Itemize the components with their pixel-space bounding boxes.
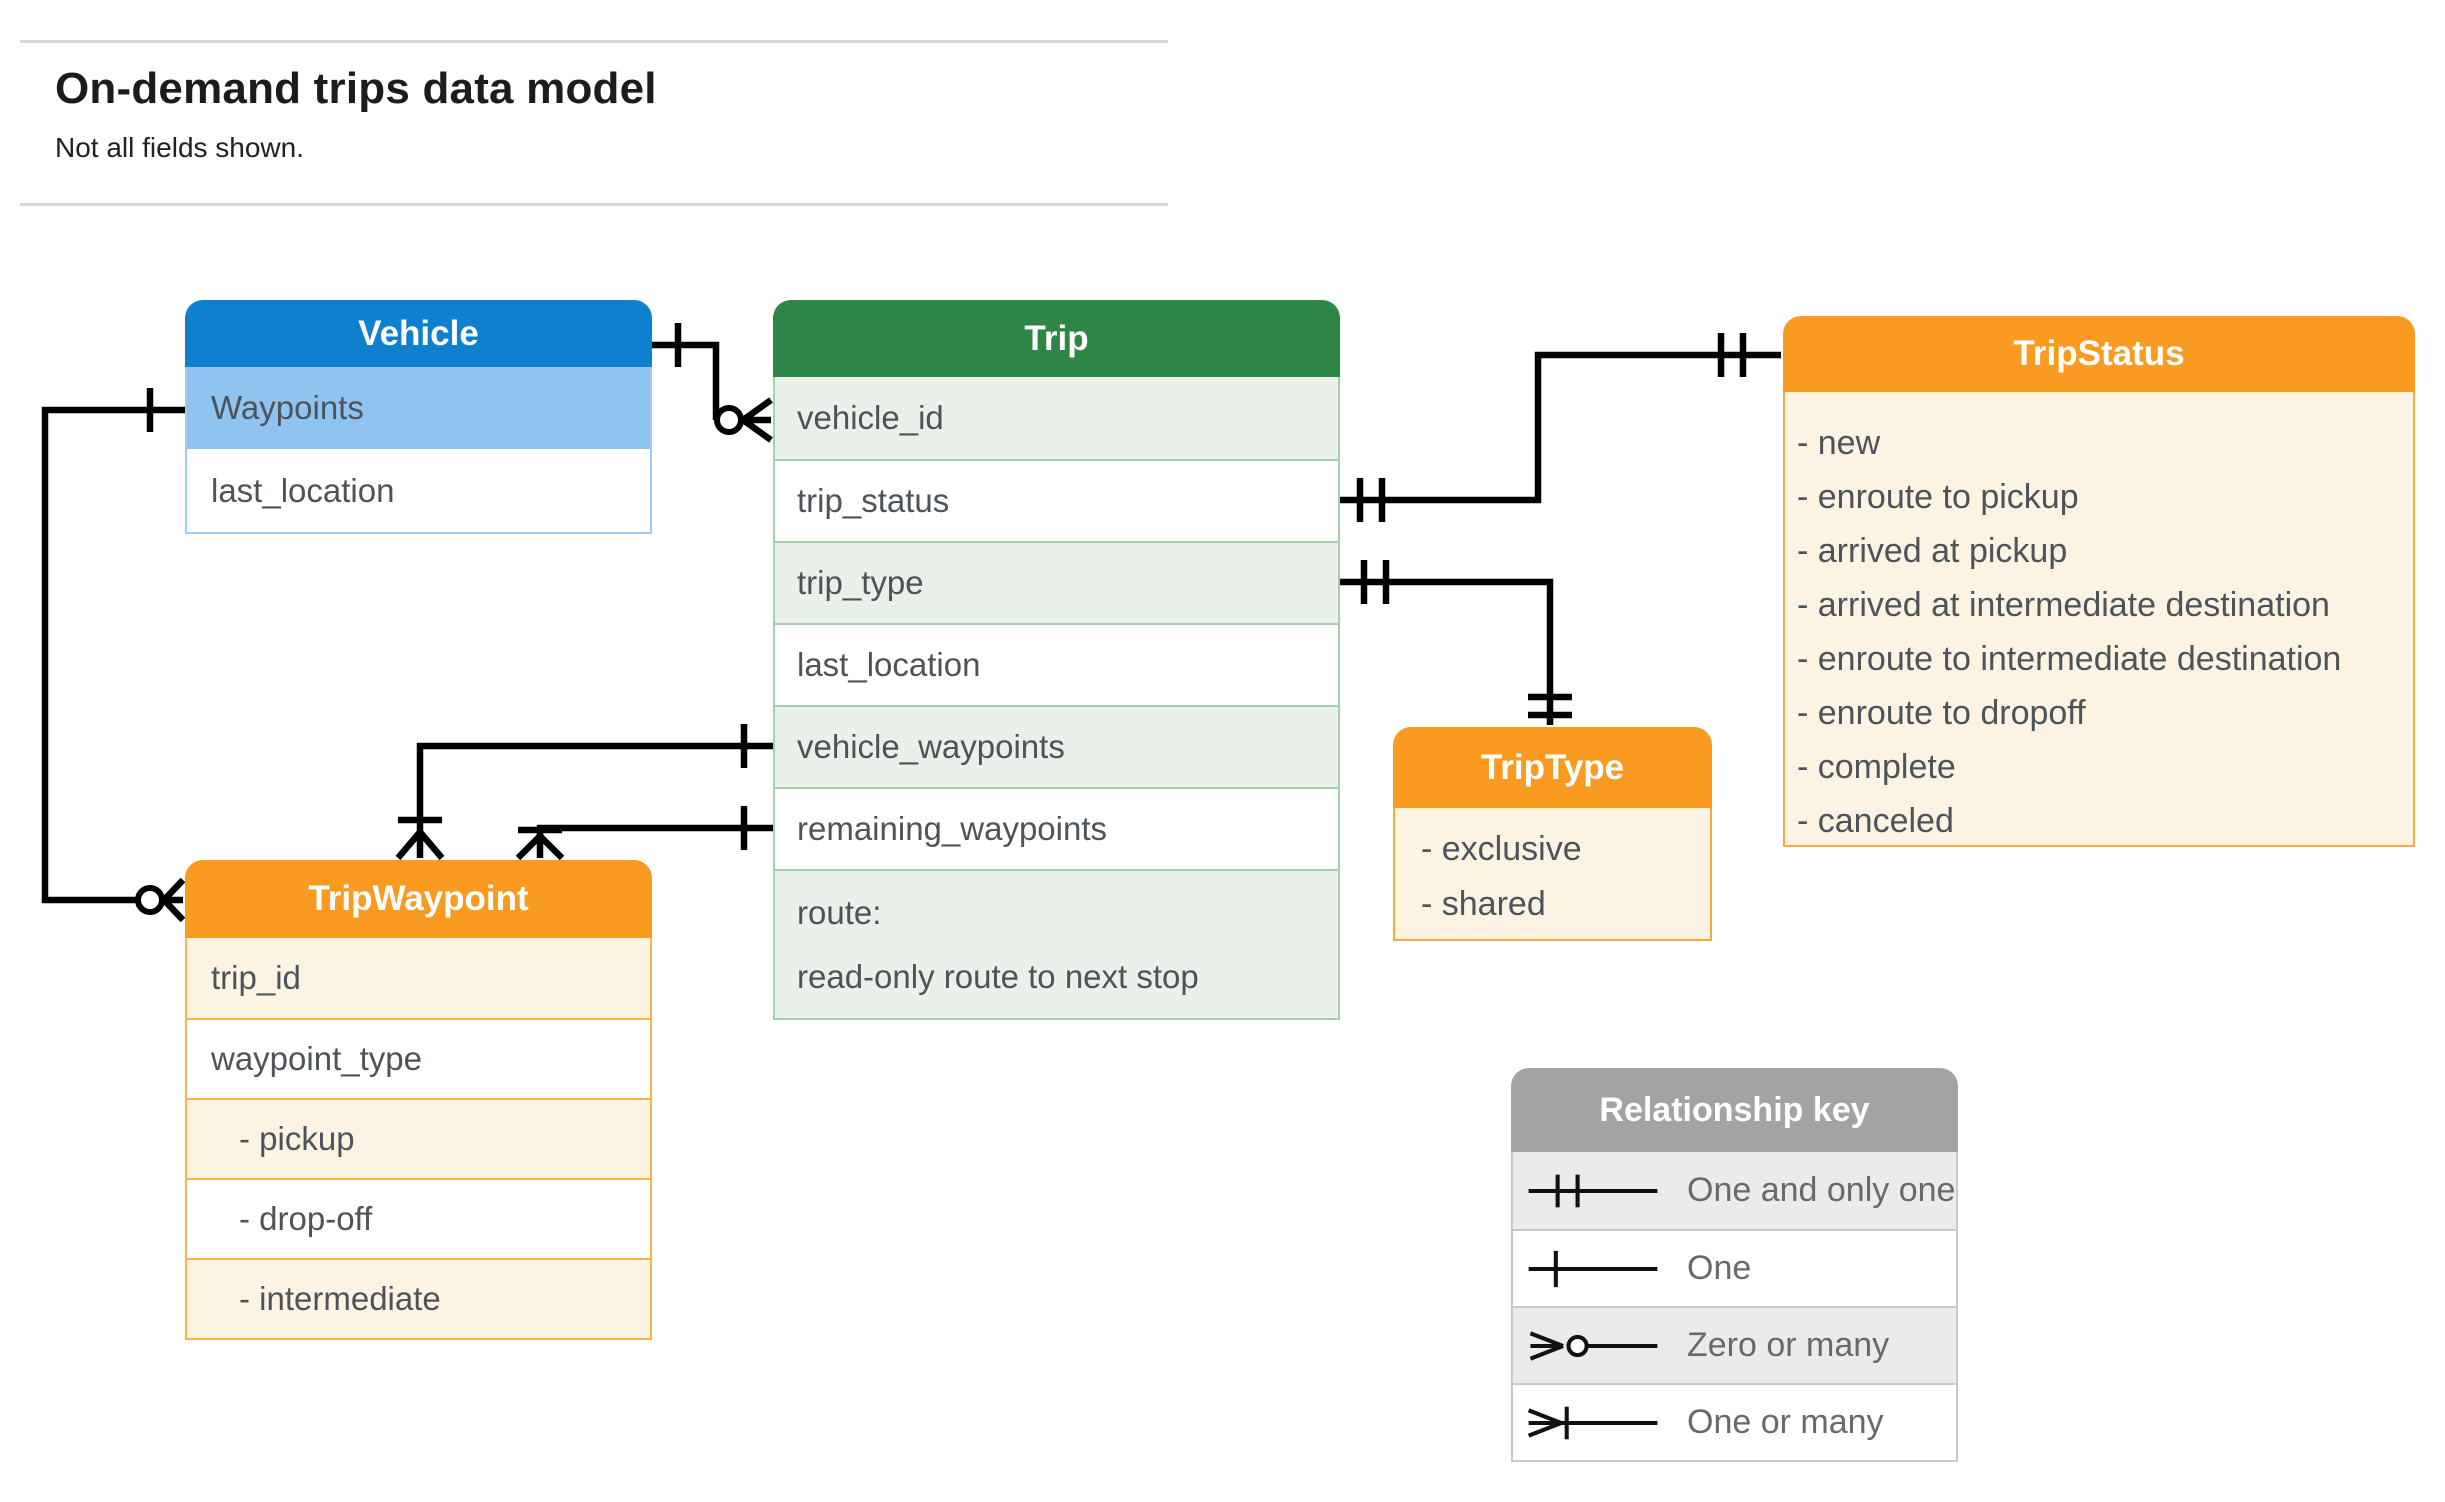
relationship-key-body: One and only one One Zero or many — [1511, 1152, 1958, 1462]
field-row-trip-id: trip_id — [187, 938, 650, 1018]
connector-vehicle-to-trip — [652, 323, 773, 443]
field-row-trip-status: trip_status — [775, 459, 1338, 541]
entity-tripwaypoint: TripWaypoint trip_id waypoint_type - pic… — [185, 860, 652, 1340]
connector-vehicle-waypoints — [395, 724, 773, 861]
entity-vehicle-body: Waypoints last_location — [185, 367, 652, 534]
top-divider — [20, 40, 1168, 43]
field-row-route: route: read-only route to next stop — [775, 869, 1338, 1018]
route-description: read-only route to next stop — [797, 957, 1199, 995]
connector-triptype — [1340, 560, 1572, 725]
key-label: One — [1687, 1249, 1752, 1287]
page-subtitle: Not all fields shown. — [55, 132, 305, 163]
field-row-trip-type: trip_type — [775, 541, 1338, 623]
field-row-pickup: - pickup — [187, 1098, 650, 1178]
field-row-vehicle-waypoints: vehicle_waypoints — [775, 705, 1338, 787]
connector-tripstatus — [1340, 333, 1781, 522]
route-label: route: — [797, 893, 882, 931]
key-row-one-and-only-one: One and only one — [1513, 1152, 1956, 1229]
one-icon — [1528, 1250, 1658, 1287]
key-label: Zero or many — [1687, 1326, 1890, 1364]
entity-triptype: TripType - exclusive - shared — [1393, 727, 1712, 941]
entity-tripstatus: TripStatus - new - enroute to pickup - a… — [1783, 316, 2415, 847]
connector-remaining-waypoints — [515, 806, 773, 861]
entity-vehicle: Vehicle Waypoints last_location — [185, 300, 652, 534]
entity-tripstatus-title: TripStatus — [1783, 316, 2415, 392]
key-label: One or many — [1687, 1403, 1884, 1441]
field-row-vehicle-id: vehicle_id — [775, 377, 1338, 459]
entity-triptype-body: - exclusive - shared — [1393, 808, 1712, 941]
field-row-waypoints: Waypoints — [187, 367, 650, 449]
field-row-intermediate: - intermediate — [187, 1258, 650, 1338]
key-row-zero-or-many: Zero or many — [1513, 1306, 1956, 1383]
field-row-trip-last-location: last_location — [775, 623, 1338, 705]
one-or-many-icon — [1527, 1406, 1658, 1439]
entity-tripwaypoint-title: TripWaypoint — [185, 860, 652, 938]
tripstatus-value: - canceled — [1797, 802, 1954, 840]
tripstatus-value: - arrived at pickup — [1797, 532, 2068, 570]
key-row-one-or-many: One or many — [1513, 1383, 1956, 1460]
entity-trip-title: Trip — [773, 300, 1340, 377]
tripstatus-value: - enroute to dropoff — [1797, 694, 2086, 732]
tripstatus-value: - new — [1797, 424, 1881, 462]
tripstatus-value: - complete — [1797, 748, 1956, 786]
field-row-remaining-waypoints: remaining_waypoints — [775, 787, 1338, 869]
connector-waypoints-to-tripwaypoint — [41, 388, 186, 923]
key-row-one: One — [1513, 1229, 1956, 1306]
entity-tripwaypoint-body: trip_id waypoint_type - pickup - drop-of… — [185, 938, 652, 1340]
tripstatus-value: - arrived at intermediate destination — [1797, 586, 2330, 624]
entity-vehicle-title: Vehicle — [185, 300, 652, 367]
field-row-drop-off: - drop-off — [187, 1178, 650, 1258]
page-title: On-demand trips data model — [55, 64, 657, 113]
zero-or-many-icon — [1529, 1330, 1658, 1361]
triptype-value: - shared — [1421, 885, 1546, 923]
triptype-value: - exclusive — [1421, 830, 1582, 868]
one-and-only-one-icon — [1528, 1174, 1658, 1207]
tripstatus-value: - enroute to intermediate destination — [1797, 640, 2342, 678]
entity-trip-body: vehicle_id trip_status trip_type last_lo… — [773, 377, 1340, 1020]
field-row-vehicle-last-location: last_location — [187, 449, 650, 532]
entity-trip: Trip vehicle_id trip_status trip_type la… — [773, 300, 1340, 1020]
key-label: One and only one — [1687, 1171, 1956, 1209]
relationship-key-title: Relationship key — [1511, 1068, 1958, 1152]
title-divider — [20, 203, 1168, 206]
field-row-waypoint-type: waypoint_type — [187, 1018, 650, 1098]
entity-triptype-title: TripType — [1393, 727, 1712, 808]
entity-tripstatus-body: - new - enroute to pickup - arrived at p… — [1783, 392, 2415, 847]
relationship-key: Relationship key One and only one One — [1511, 1068, 1958, 1462]
tripstatus-value: - enroute to pickup — [1797, 478, 2079, 516]
